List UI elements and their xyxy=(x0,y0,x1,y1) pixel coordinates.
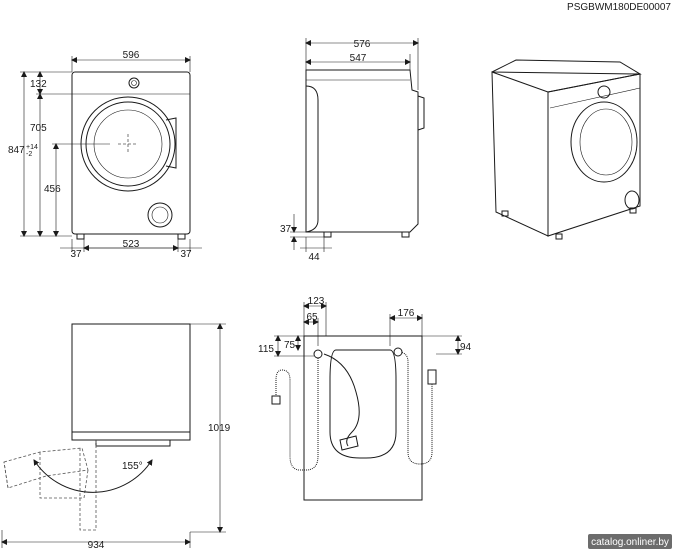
inlet-hose xyxy=(275,352,319,471)
rear-panel-recess xyxy=(329,349,397,459)
top-panel-height-label: 132 xyxy=(30,79,47,90)
perspective-filter-door xyxy=(624,190,640,210)
perspective-view xyxy=(491,59,642,240)
side-foot-depth-label: 44 xyxy=(308,252,320,263)
drain-from-top-label: 94 xyxy=(460,342,472,353)
drain-outlet xyxy=(393,347,403,357)
hose-left-label: 123 xyxy=(308,296,325,307)
feet-span-label: 523 xyxy=(123,239,140,250)
power-cord xyxy=(323,353,360,447)
right-foot-offset-label: 37 xyxy=(180,249,192,260)
depth-open-label: 934 xyxy=(88,540,105,550)
power-plug xyxy=(339,435,359,451)
height-open-label: 1019 xyxy=(208,423,231,434)
perspective-knob xyxy=(597,85,611,99)
inlet-hose-end xyxy=(271,395,281,405)
left-foot-offset-label: 37 xyxy=(70,249,82,260)
side-view: 576 547 37 44 xyxy=(280,38,425,263)
perspective-foot-1 xyxy=(501,210,509,217)
side-cabinet xyxy=(305,69,419,233)
front-right-foot xyxy=(177,233,186,240)
door-top-label: 705 xyxy=(30,123,47,134)
top-view-door-edge xyxy=(71,431,191,441)
depth-total-label: 576 xyxy=(354,39,371,50)
inlet-valve xyxy=(313,349,323,359)
door-handle xyxy=(165,117,177,169)
door-swing-arc xyxy=(33,459,153,493)
side-rear-foot xyxy=(323,231,332,238)
side-foot-height-label: 37 xyxy=(280,224,292,235)
rear-view: 123 65 176 115 75 94 xyxy=(258,296,472,501)
top-view-cabinet xyxy=(71,323,191,433)
open-door-outline-1 xyxy=(3,447,89,489)
inlet-from-top-label: 115 xyxy=(258,344,274,355)
inlet-left-label: 65 xyxy=(306,312,318,323)
drain-hose xyxy=(397,351,433,465)
total-height-label: 847 xyxy=(8,145,25,156)
watermark: catalog.onliner.by xyxy=(588,534,672,549)
perspective-foot-3 xyxy=(629,207,637,214)
filter-door-inner xyxy=(151,206,169,224)
height-tolerance-minus: -2 xyxy=(26,151,32,158)
drain-width-label: 176 xyxy=(398,308,415,319)
side-rear-contour xyxy=(305,85,319,233)
side-door-bulge xyxy=(417,95,425,131)
perspective-top xyxy=(491,59,642,75)
door-center-height-label: 456 xyxy=(44,184,61,195)
perspective-door-glass xyxy=(579,108,633,176)
perspective-panel-line xyxy=(549,87,641,109)
model-code: PSGBWM180DE00007 xyxy=(567,2,671,13)
perspective-foot-2 xyxy=(555,233,563,240)
drain-hose-end xyxy=(427,369,437,385)
door-open-view: 155° 1019 934 xyxy=(1,323,231,550)
front-cabinet xyxy=(71,71,191,235)
filter-door xyxy=(147,202,173,228)
rear-cabinet xyxy=(303,335,423,501)
front-width-label: 596 xyxy=(123,50,140,61)
program-knob xyxy=(128,77,140,89)
door-angle-label: 155° xyxy=(122,461,143,472)
watermark-text: catalog.onliner.by xyxy=(591,537,669,548)
front-left-foot xyxy=(76,233,85,240)
watermark-badge xyxy=(588,534,672,549)
top-view-hinge-block xyxy=(95,439,171,447)
perspective-side xyxy=(491,71,549,237)
depth-body-label: 547 xyxy=(350,53,367,64)
side-front-foot xyxy=(401,231,410,238)
program-knob-inner xyxy=(131,80,137,86)
height-tolerance-plus: +14 xyxy=(26,144,38,151)
open-door-hinge-side xyxy=(79,440,97,531)
inlet-center-label: 75 xyxy=(284,340,296,351)
perspective-door xyxy=(570,101,638,183)
open-door-outline-2 xyxy=(39,452,89,499)
front-view: 596 847 +14 -2 132 705 456 523 37 37 xyxy=(8,50,202,260)
